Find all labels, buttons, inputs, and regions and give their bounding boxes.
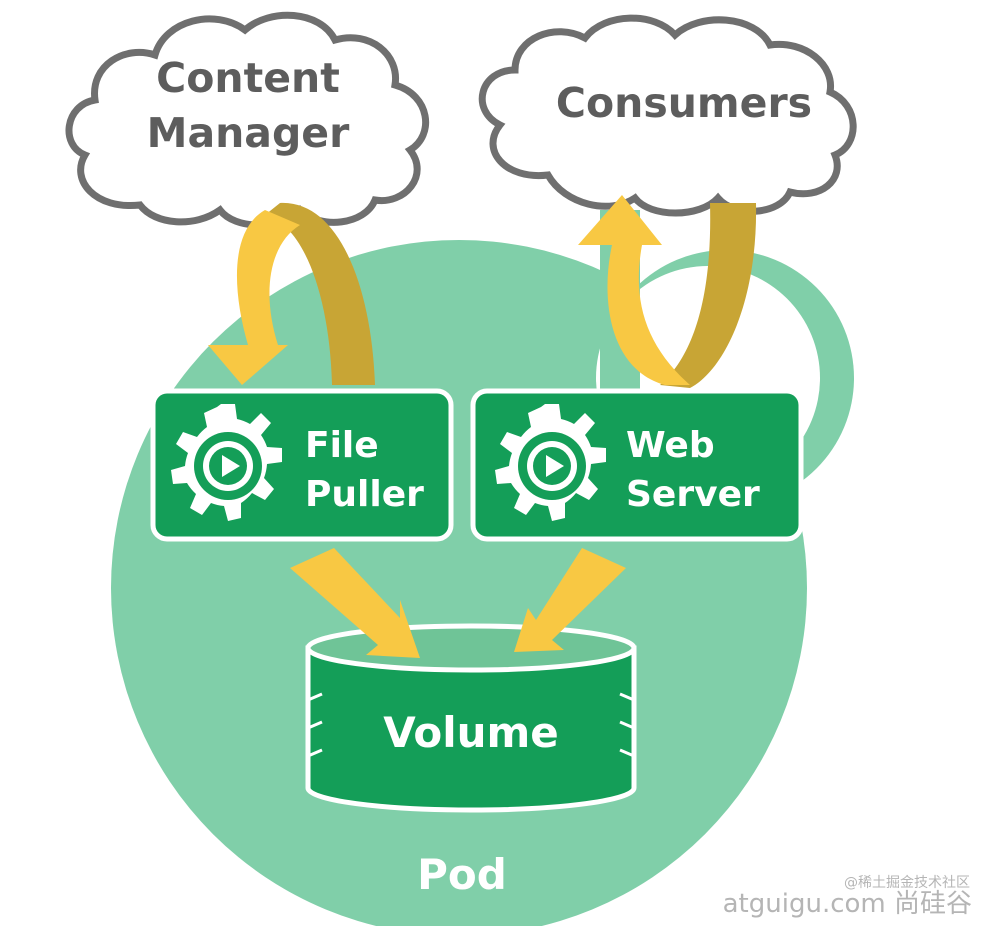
watermark-small: @稀土掘金技术社区 [844, 875, 970, 892]
file-puller-container [150, 388, 454, 542]
content-manager-label-line1: Content [156, 54, 340, 102]
arrow-puller-to-volume [290, 548, 420, 658]
watermark-large: atguigu.com 尚硅谷 [722, 888, 972, 919]
arrow-server-to-consumers [578, 195, 757, 388]
pod-shape [111, 210, 854, 926]
file-puller-label-line2: Puller [305, 474, 424, 515]
watermark: @稀土掘金技术社区 atguigu.com 尚硅谷 [723, 876, 972, 918]
consumers-label: Consumers [556, 79, 812, 127]
content-manager-label-line2: Manager [147, 109, 350, 157]
file-puller-label-line1: File [305, 425, 379, 466]
volume-label: Volume [383, 708, 559, 757]
arrow-content-to-puller [208, 202, 375, 385]
web-server-label-line1: Web [626, 425, 715, 466]
web-server-label-line2: Server [626, 474, 760, 515]
web-server-container [470, 388, 804, 542]
arrow-server-to-volume [514, 548, 626, 652]
pod-label: Pod [417, 850, 507, 899]
consumers-cloud [478, 14, 857, 217]
